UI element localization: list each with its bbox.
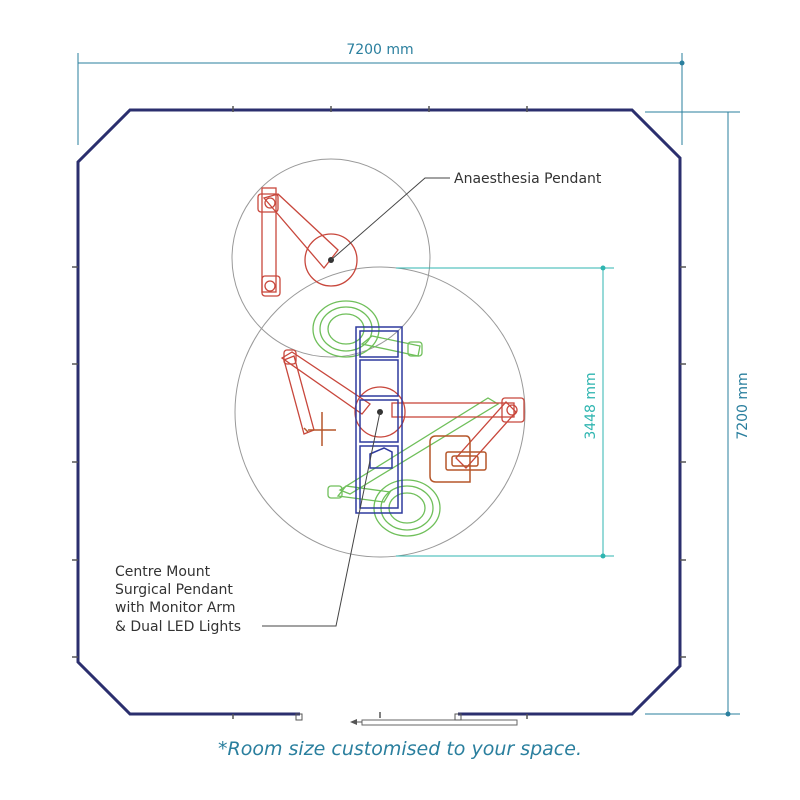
- room-size-footnote: *Room size customised to your space.: [218, 738, 582, 760]
- surgical-pendant-label-line-2: Surgical Pendant: [115, 582, 233, 598]
- reach-dimension-label: 3448 mm: [583, 372, 599, 439]
- anaesthesia-sweep-circle: [231, 158, 431, 358]
- anaesthesia-pendant-label: Anaesthesia Pendant: [454, 171, 602, 187]
- monitor: [303, 412, 487, 483]
- surgical-pendant-body: [355, 326, 403, 514]
- leader-lines: [262, 177, 450, 627]
- width-dimension-label: 7200 mm: [346, 42, 413, 58]
- surgical-pendant-label-line-4: & Dual LED Lights: [115, 619, 241, 635]
- door: [295, 713, 518, 726]
- width-dimension: [77, 53, 683, 145]
- led-lights: [312, 300, 500, 537]
- surgical-sweep-circle: [234, 266, 526, 558]
- anaesthesia-pendant: [257, 187, 358, 297]
- room-walls: [76, 108, 682, 717]
- reach-dimension: [396, 267, 614, 557]
- depth-dimension: [645, 111, 740, 715]
- depth-dimension-label: 7200 mm: [735, 372, 751, 439]
- surgical-pendant-label-line-1: Centre Mount: [115, 564, 211, 580]
- surgical-pendant-label-line-3: with Monitor Arm: [115, 600, 236, 616]
- wall-ticks: [72, 106, 686, 719]
